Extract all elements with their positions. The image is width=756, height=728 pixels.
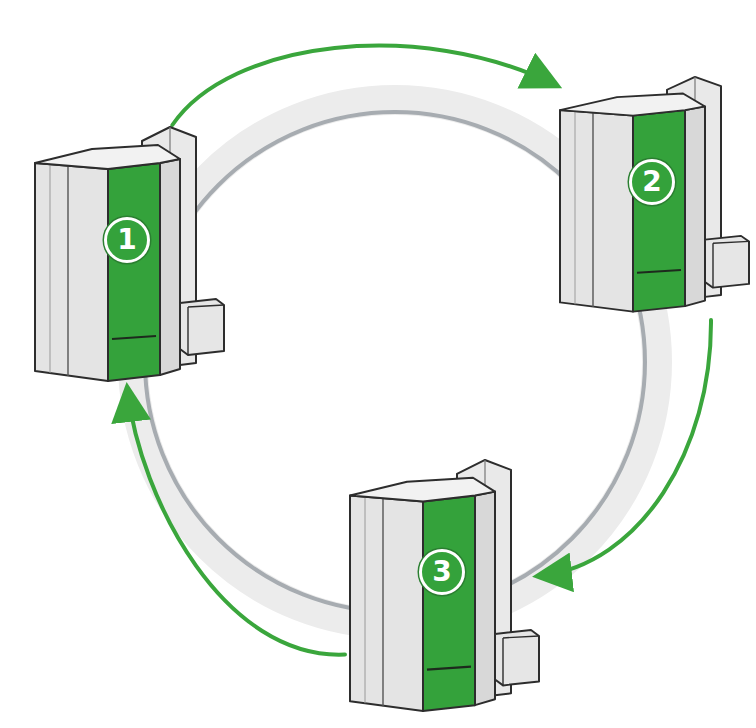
cycle-arrow bbox=[172, 46, 555, 125]
callout-number: 1 bbox=[104, 217, 150, 263]
cycle-arrow bbox=[540, 320, 711, 576]
machine-node: 1 bbox=[30, 125, 225, 390]
cycle-arrow bbox=[128, 390, 346, 655]
callout-number: 3 bbox=[419, 549, 465, 595]
callout-number: 2 bbox=[629, 159, 675, 205]
machine-node: 2 bbox=[555, 75, 750, 320]
machine-node: 3 bbox=[345, 458, 540, 720]
